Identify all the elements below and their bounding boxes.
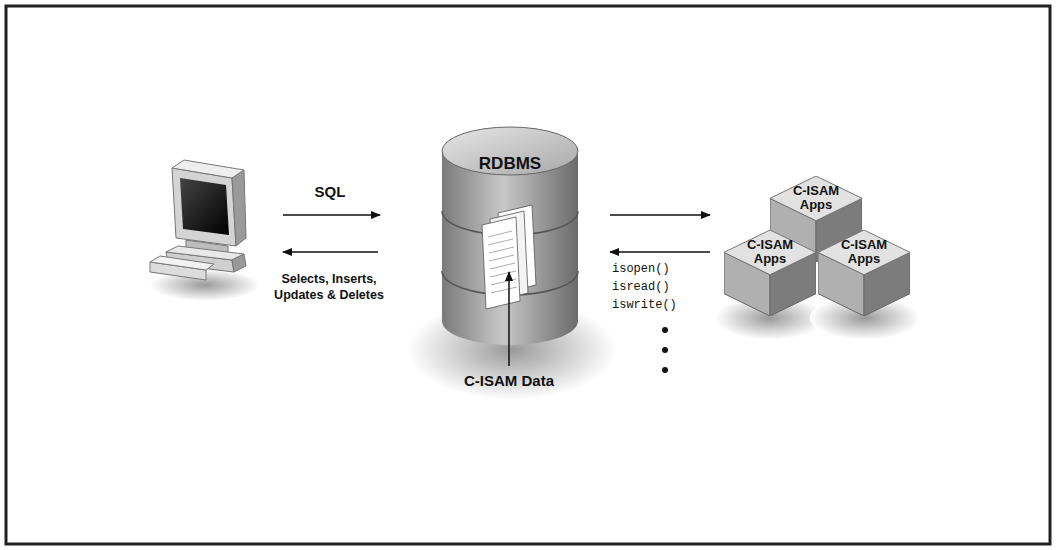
app-cube: C-ISAM Apps xyxy=(724,230,816,316)
arrow xyxy=(610,251,710,253)
ellipsis-dots xyxy=(662,327,668,373)
node-title: RDBMS xyxy=(460,155,560,174)
frame xyxy=(6,6,1050,544)
arrow xyxy=(283,251,378,253)
node-label: C-ISAM Apps xyxy=(741,238,799,267)
function-name: iswrite() xyxy=(612,298,712,313)
flow-label: SQL xyxy=(300,183,360,202)
node-label: C-ISAM Apps xyxy=(835,238,893,267)
function-name: isopen() xyxy=(612,262,712,277)
node-label: C-ISAM Apps xyxy=(787,184,845,213)
database-cylinder: RDBMS xyxy=(440,125,580,349)
app-cube: C-ISAM Apps xyxy=(818,230,910,316)
arrow xyxy=(610,214,710,216)
data-label: C-ISAM Data xyxy=(462,372,556,391)
arrow xyxy=(283,214,380,216)
computer-icon xyxy=(150,160,260,301)
flow-label: Selects, Inserts, Updates & Deletes xyxy=(264,272,394,303)
function-name: isread() xyxy=(612,280,712,295)
